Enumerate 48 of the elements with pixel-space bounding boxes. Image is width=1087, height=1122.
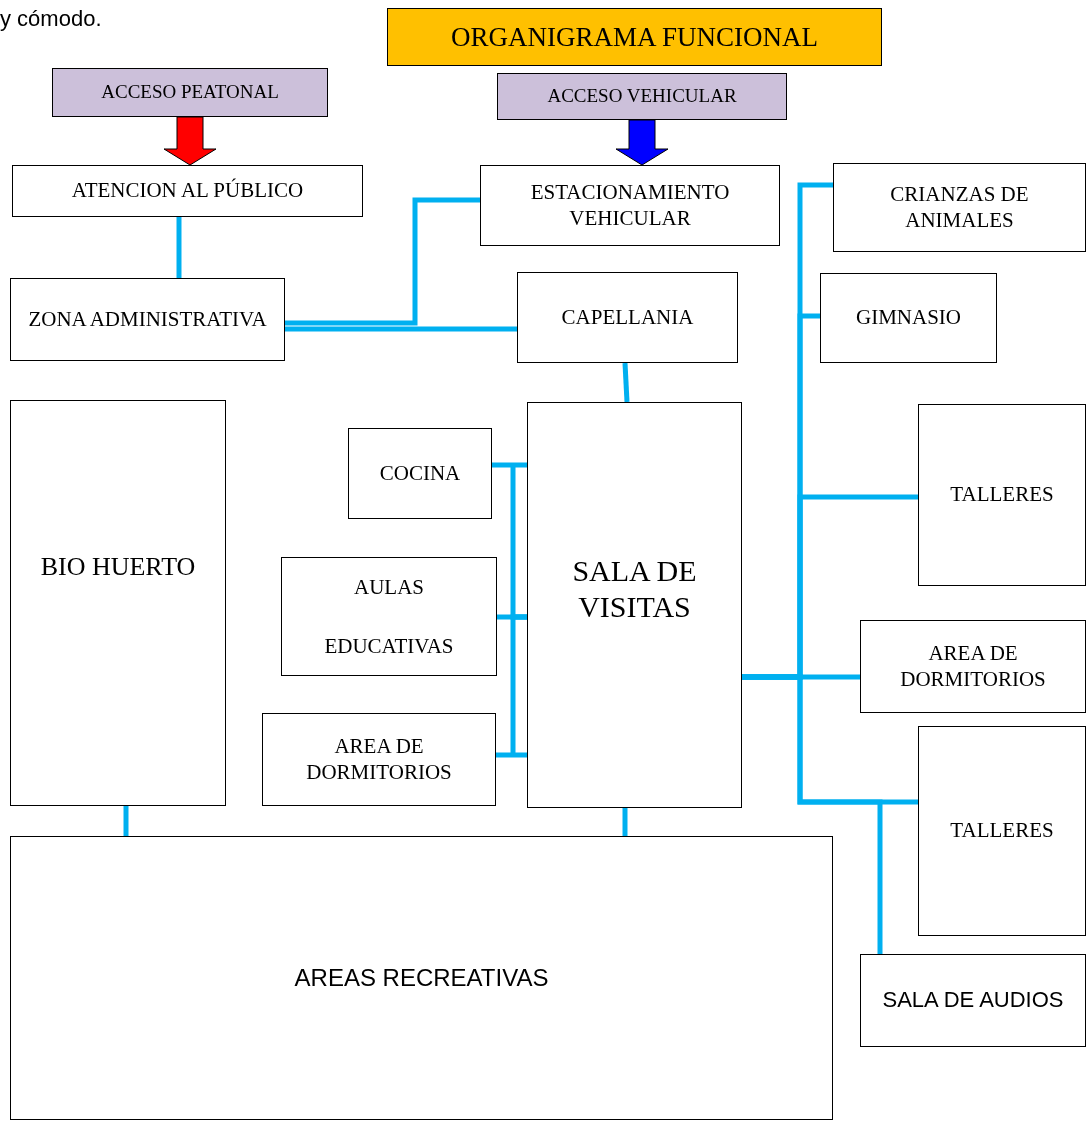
area-label: AREA DE DORMITORIOS xyxy=(305,734,453,785)
area-box xyxy=(262,713,496,806)
area-box xyxy=(820,273,997,363)
text-fragment: y cómodo. xyxy=(0,6,102,32)
area-label: CRIANZAS DE ANIMALES xyxy=(889,182,1030,233)
area-box xyxy=(860,620,1086,713)
area-label: SALA DE VISITAS xyxy=(571,553,698,625)
area-label: CAPELLANIA xyxy=(561,304,694,331)
area-box xyxy=(52,68,328,117)
area-label: ACCESO VEHICULAR xyxy=(547,85,737,108)
area-box xyxy=(348,428,492,519)
area-label: GIMNASIO xyxy=(856,305,961,331)
area-box xyxy=(10,278,285,361)
area-box xyxy=(833,163,1086,252)
area-box xyxy=(860,954,1086,1047)
area-label: TALLERES xyxy=(950,482,1054,508)
connector-line xyxy=(285,326,517,332)
area-label: ZONA ADMINISTRATIVA xyxy=(28,306,267,333)
area-box xyxy=(10,836,833,1120)
area-box xyxy=(10,400,226,806)
area-label: ATENCION AL PÚBLICO xyxy=(71,178,304,204)
area-label: AREAS RECREATIVAS xyxy=(294,963,549,993)
area-box xyxy=(480,165,780,246)
area-box xyxy=(517,272,738,363)
area-label: BIO HUERTO xyxy=(40,551,196,583)
area-box xyxy=(918,404,1086,586)
area-label: COCINA xyxy=(379,460,461,487)
connector-line xyxy=(123,806,129,836)
area-box xyxy=(918,726,1086,936)
area-label: AREA DE DORMITORIOS xyxy=(899,641,1047,692)
area-label: TALLERES xyxy=(950,818,1054,844)
area-label: ORGANIGRAMA FUNCIONAL xyxy=(451,20,818,54)
area-box xyxy=(12,165,363,217)
connector-line xyxy=(622,808,628,836)
block-arrow xyxy=(163,116,217,166)
area-label: SALA DE AUDIOS xyxy=(882,987,1064,1014)
connector-line xyxy=(285,197,480,326)
area-label: ESTACIONAMIENTO VEHICULAR xyxy=(529,180,731,231)
area-label: AULAS EDUCATIVAS xyxy=(323,573,455,660)
block-arrow xyxy=(615,119,669,166)
area-box xyxy=(497,73,787,120)
title-box xyxy=(387,8,882,66)
connector-line xyxy=(742,674,883,954)
area-box xyxy=(527,402,742,808)
area-label: ACCESO PEATONAL xyxy=(101,81,279,104)
area-box xyxy=(281,557,497,676)
connector-line xyxy=(176,217,182,278)
connector-line xyxy=(622,362,630,403)
